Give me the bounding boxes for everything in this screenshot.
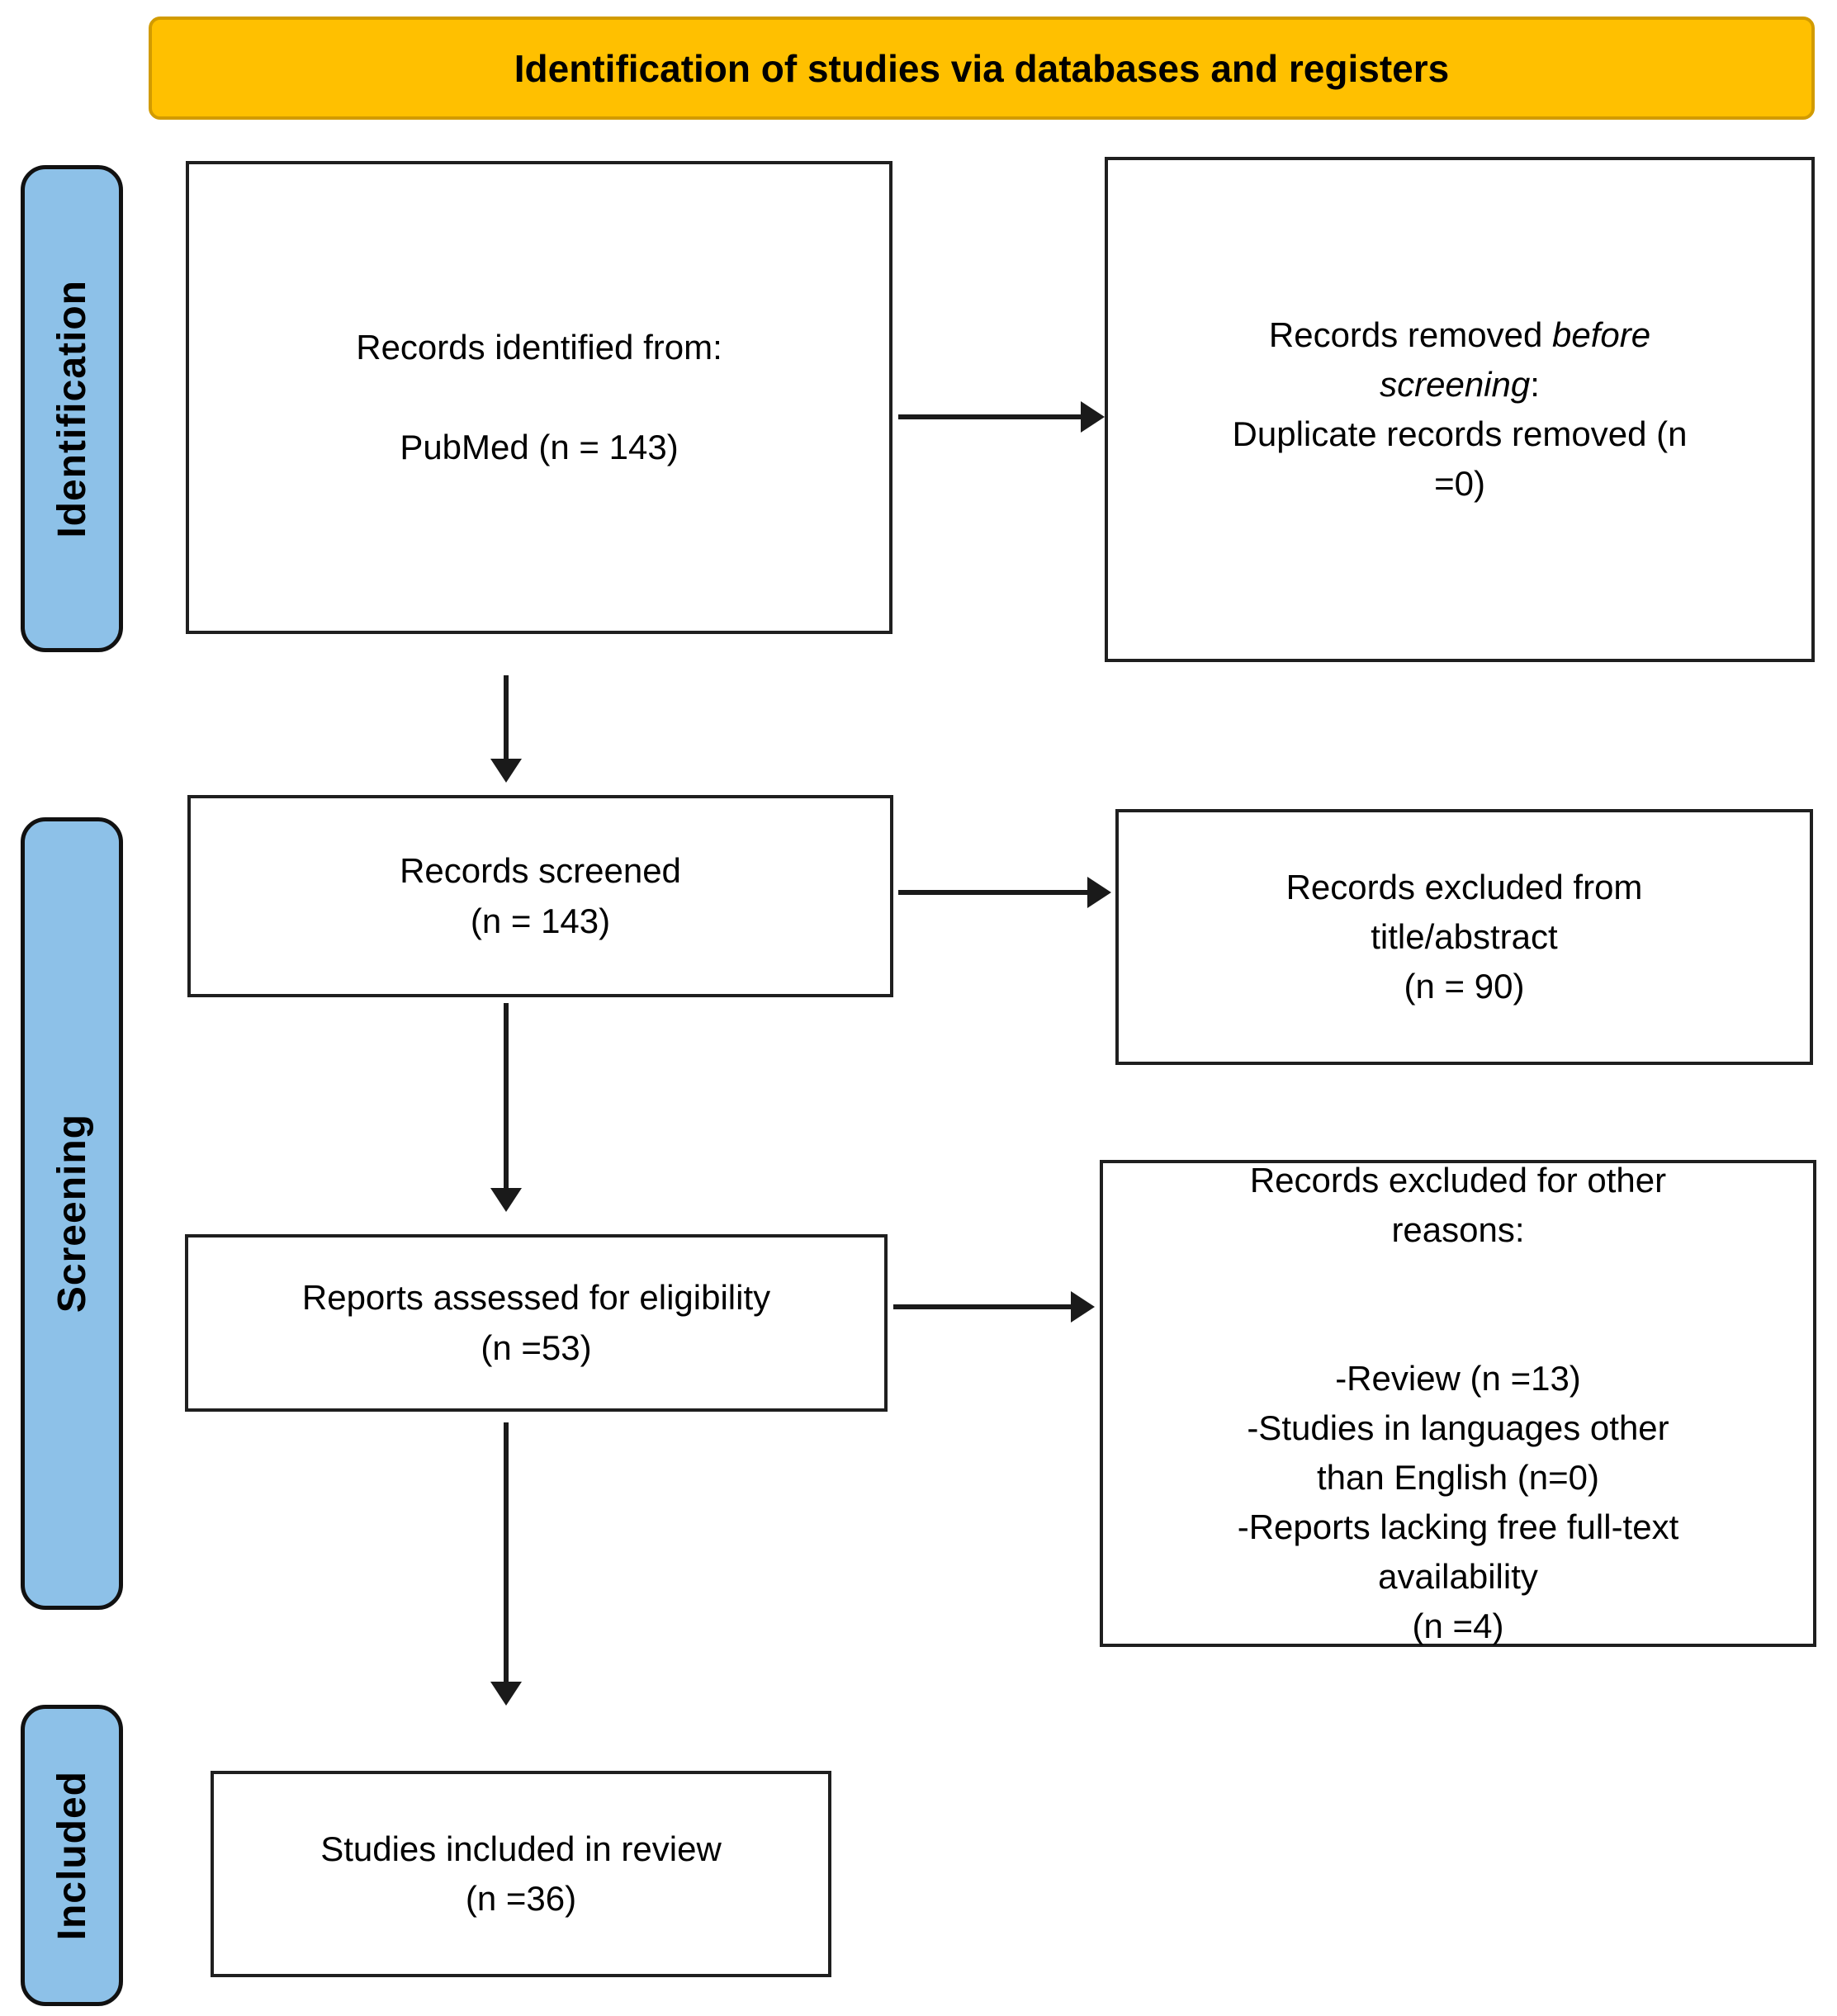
box-studies-included: Studies included in review (n =36) bbox=[211, 1771, 831, 1977]
stage-identification-label: Identification bbox=[50, 279, 94, 538]
stage-screening-label: Screening bbox=[50, 1114, 94, 1313]
box-records-excluded-title-abstract-text: Records excluded from title/abstract (n … bbox=[1285, 867, 1643, 1006]
arrow-screened-to-excluded bbox=[898, 877, 1111, 908]
arrow-identified-to-screened bbox=[490, 675, 522, 783]
records-removed-prefix: Records removed bbox=[1268, 315, 1553, 354]
box-records-screened: Records screened (n = 143) bbox=[187, 795, 893, 997]
stage-included: Included bbox=[21, 1705, 123, 2006]
stage-included-label: Included bbox=[50, 1770, 94, 1941]
stage-identification: Identification bbox=[21, 165, 123, 652]
stage-screening: Screening bbox=[21, 817, 123, 1610]
arrow-assessed-to-excluded-other bbox=[893, 1291, 1095, 1323]
arrow-identified-to-removed bbox=[898, 401, 1105, 433]
box-records-removed: Records removed before screening: Duplic… bbox=[1105, 157, 1815, 662]
box-records-identified-text: Records identified from: PubMed (n = 143… bbox=[356, 328, 722, 466]
records-removed-suffix: : Duplicate records removed (n =0) bbox=[1232, 364, 1688, 504]
diagram-title: Identification of studies via databases … bbox=[514, 46, 1450, 90]
box-studies-included-text: Studies included in review (n =36) bbox=[320, 1829, 722, 1918]
diagram-title-banner: Identification of studies via databases … bbox=[149, 17, 1815, 120]
box-records-excluded-other: Records excluded for other reasons: -Rev… bbox=[1100, 1160, 1816, 1647]
box-records-removed-text: Records removed before screening: Duplic… bbox=[1233, 310, 1688, 509]
box-records-excluded-other-text: Records excluded for other reasons: -Rev… bbox=[1237, 1160, 1679, 1646]
arrow-assessed-to-included bbox=[490, 1422, 522, 1706]
arrow-screened-to-assessed bbox=[490, 1003, 522, 1212]
box-records-excluded-title-abstract: Records excluded from title/abstract (n … bbox=[1115, 809, 1813, 1065]
box-reports-assessed: Reports assessed for eligibility (n =53) bbox=[185, 1234, 888, 1412]
box-records-identified: Records identified from: PubMed (n = 143… bbox=[186, 161, 892, 634]
box-records-screened-text: Records screened (n = 143) bbox=[400, 851, 681, 940]
records-removed-italic: before screening bbox=[1380, 315, 1651, 404]
box-reports-assessed-text: Reports assessed for eligibility (n =53) bbox=[301, 1278, 771, 1367]
